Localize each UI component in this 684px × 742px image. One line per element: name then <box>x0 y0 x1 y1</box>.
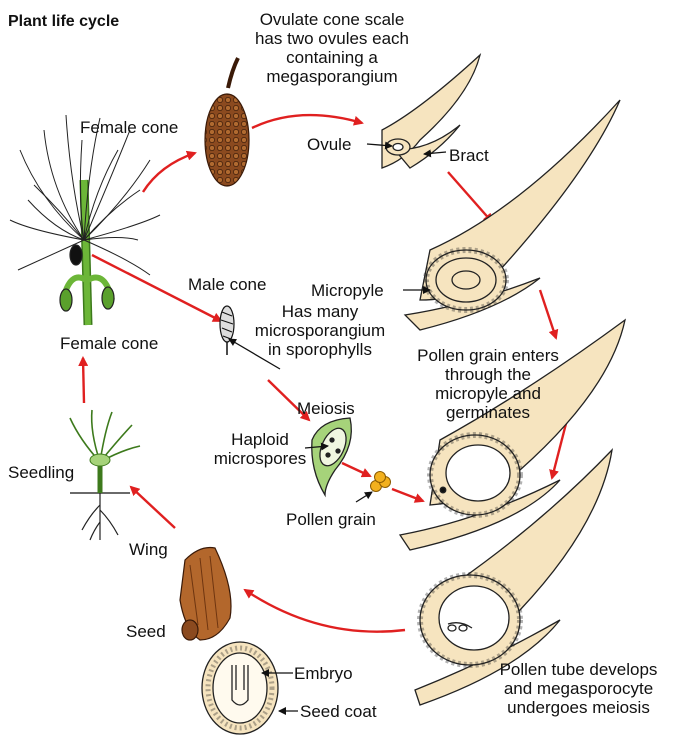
pollen-grain-label: Pollen grain <box>286 510 376 529</box>
haploid-line-1: Haploid <box>210 430 310 449</box>
pollen-tube-label: Pollen tube develops and megasporocyte u… <box>476 660 681 717</box>
has-many-line-3: in sporophylls <box>235 340 405 359</box>
pollen-enters-line-2: through the <box>398 365 578 384</box>
ovulate-scale-line-2: has two ovules each <box>232 29 432 48</box>
pollen-tube-line-3: undergoes meiosis <box>476 698 681 717</box>
pollen-tube-line-1: Pollen tube develops <box>476 660 681 679</box>
has-many-line-2: microsporangium <box>235 321 405 340</box>
seedling-label: Seedling <box>8 463 74 482</box>
has-many-label: Has many microsporangium in sporophylls <box>235 302 405 359</box>
meiosis-label: Meiosis <box>297 399 355 418</box>
pollen-enters-label: Pollen grain enters through the micropyl… <box>398 346 578 422</box>
female-cone-top-label: Female cone <box>80 118 178 137</box>
ovulate-scale-line-1: Ovulate cone scale <box>232 10 432 29</box>
seed-cross-section-illustration <box>202 642 278 734</box>
has-many-line-1: Has many <box>235 302 405 321</box>
female-cone-left-label: Female cone <box>60 334 158 353</box>
ovulate-scale-line-4: megasporangium <box>232 67 432 86</box>
male-cone-label: Male cone <box>188 275 266 294</box>
arrow-microspores-to-pollen <box>342 463 370 476</box>
embryo-label: Embryo <box>294 664 353 683</box>
arrow-seedling-to-plant <box>83 358 84 403</box>
arrow-stage4-to-seed <box>245 590 405 632</box>
haploid-microspores-label: Haploid microspores <box>210 430 310 468</box>
pollen-enters-line-3: micropyle and <box>398 384 578 403</box>
bract-label: Bract <box>449 146 489 165</box>
micropyle-label: Micropyle <box>311 281 384 300</box>
arrow-seed-to-seedling <box>131 487 175 528</box>
ovulate-scale-line-3: containing a <box>232 48 432 67</box>
seed-coat-label: Seed coat <box>300 702 377 721</box>
arrow-stage2-to-stage3 <box>540 290 556 338</box>
diagram-title: Plant life cycle <box>8 12 119 31</box>
seed-label: Seed <box>126 622 166 641</box>
haploid-line-2: microspores <box>210 449 310 468</box>
winged-seed-illustration <box>180 548 231 641</box>
seedling-illustration <box>70 410 140 540</box>
arrow-pollen-to-ovule <box>392 489 423 501</box>
arrow-plant-to-female-cone <box>143 153 195 192</box>
arrow-ovule-to-stage2 <box>448 172 492 222</box>
pine-plant-illustration <box>10 115 160 325</box>
arrow-female-cone-to-ovule <box>252 115 362 128</box>
male-cone-illustration <box>220 306 234 355</box>
pollen-enters-line-4: germinates <box>398 403 578 422</box>
ovule-micropyle-illustration <box>405 100 620 330</box>
ovulate-scale-label: Ovulate cone scale has two ovules each c… <box>232 10 432 86</box>
sporophyll-illustration <box>312 418 352 495</box>
pollen-grain-illustration <box>371 472 391 492</box>
wing-label: Wing <box>129 540 168 559</box>
pollen-tube-line-2: and megasporocyte <box>476 679 681 698</box>
pollen-enters-line-1: Pollen grain enters <box>398 346 578 365</box>
ovule-label: Ovule <box>307 135 351 154</box>
